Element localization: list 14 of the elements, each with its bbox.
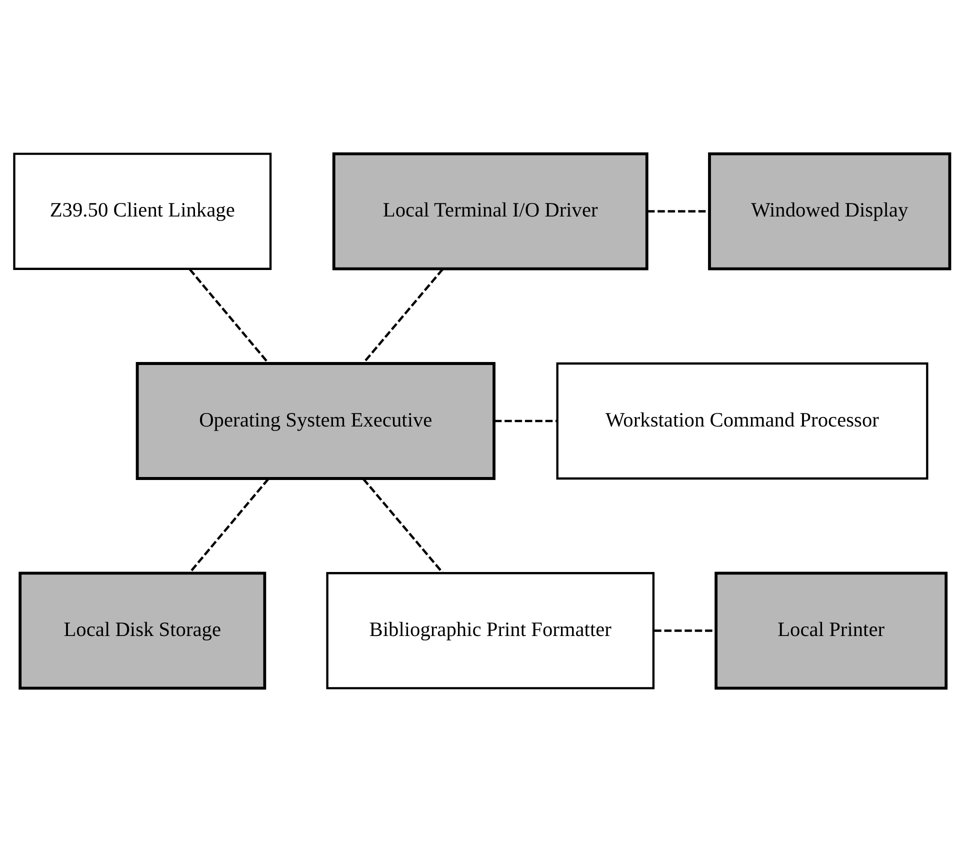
node-box: Operating System Executive: [136, 362, 496, 480]
connector: [188, 268, 270, 364]
node-box: Bibliographic Print Formatter: [326, 572, 655, 690]
node-box: Windowed Display: [708, 152, 952, 270]
node-box: Z39.50 Client Linkage: [13, 152, 272, 270]
connector: [362, 268, 444, 364]
connector: [362, 478, 444, 574]
connector: [647, 210, 710, 212]
connector: [188, 478, 270, 574]
node-box: Workstation Command Processor: [556, 362, 928, 480]
connector: [494, 420, 558, 422]
node-box: Local Printer: [714, 572, 948, 690]
node-box: Local Disk Storage: [18, 572, 266, 690]
node-box: Local Terminal I/O Driver: [332, 152, 648, 270]
